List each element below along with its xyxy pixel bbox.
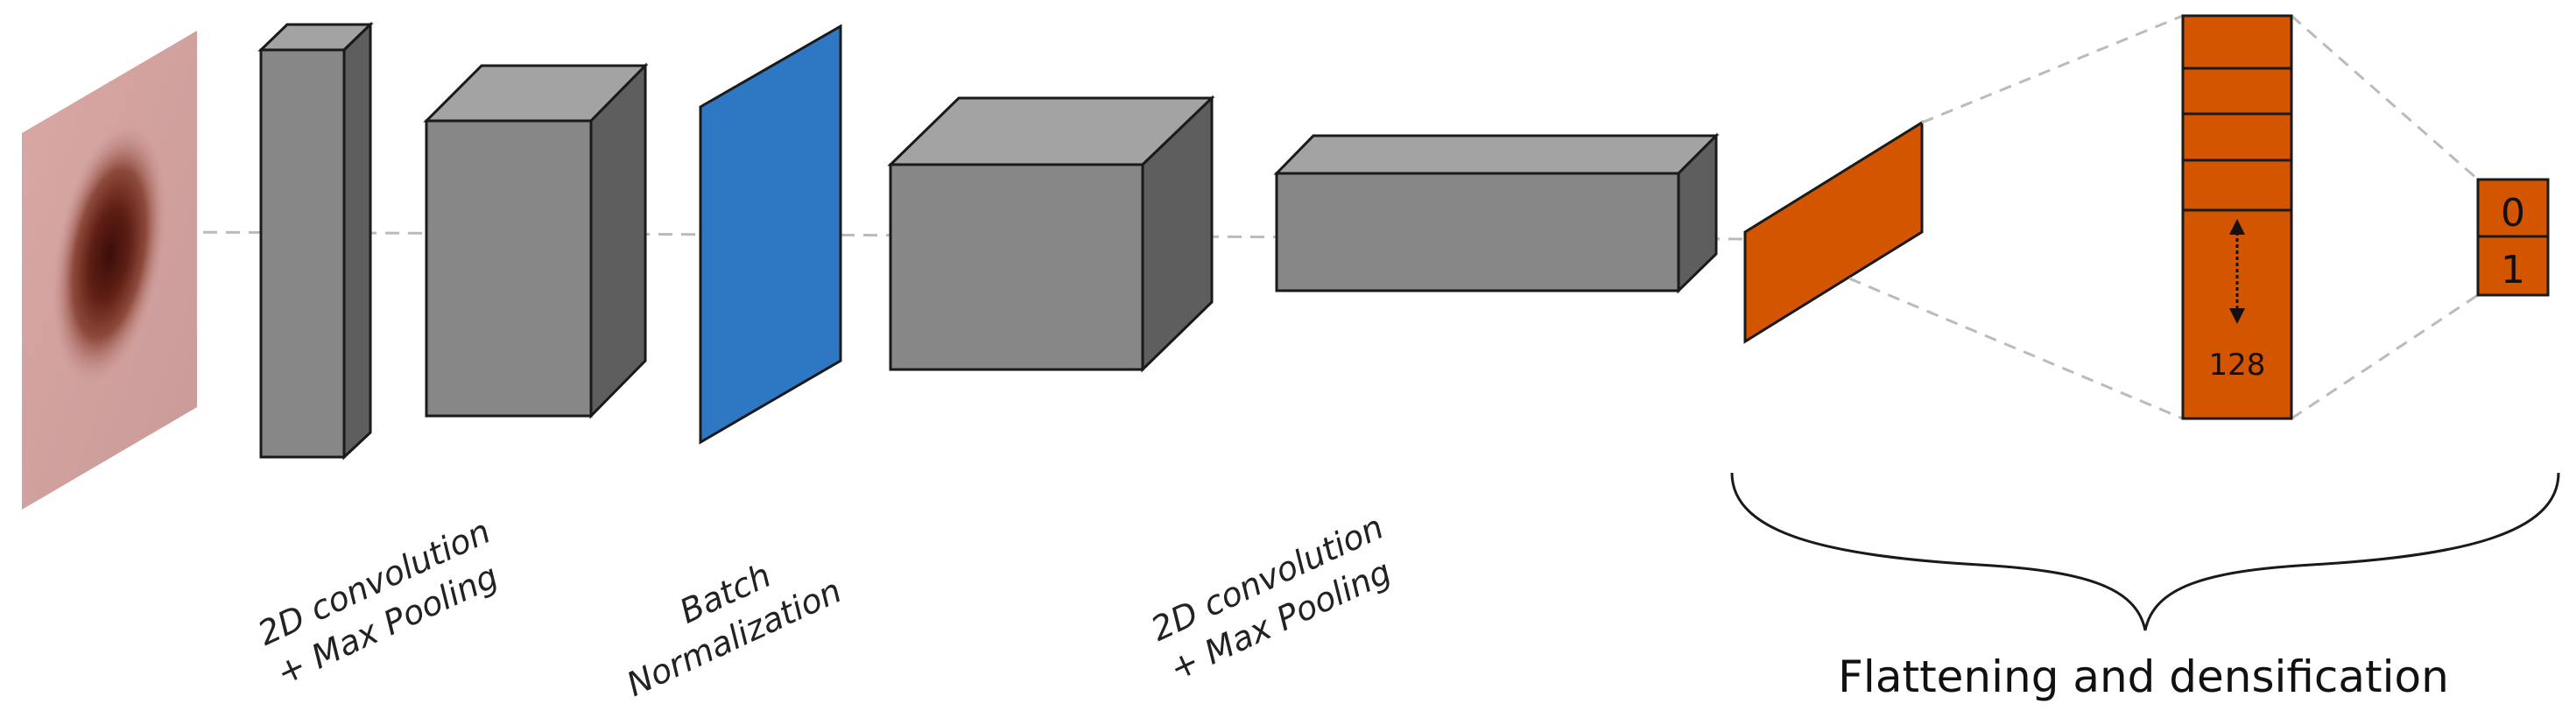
flatten-plane (1743, 120, 1924, 344)
conv-block-1-side (342, 21, 372, 461)
connector-flatten-dense-bottom (1848, 277, 2184, 420)
lesion-spot (53, 123, 166, 384)
conv1-label: 2D convolution + Max Pooling (252, 512, 503, 693)
flatten-dense-caption: Flattening and densification (1838, 651, 2449, 702)
output-class-0: 0 (2501, 191, 2525, 236)
dense-layer-body (2181, 14, 2293, 420)
conv-block-1-front (259, 48, 346, 459)
connector-dense-output-top (2291, 14, 2479, 181)
output-class-1: 1 (2501, 248, 2525, 292)
arrowhead-up (2229, 219, 2245, 235)
dense-layer: 128 (2181, 14, 2293, 420)
connector-dense-output-bottom (2291, 293, 2479, 420)
arrowhead-down (2229, 308, 2245, 324)
output-layer: 0 1 (2476, 178, 2550, 297)
conv-block-1 (257, 21, 374, 461)
conv2-label: 2D convolution + Max Pooling (1145, 508, 1397, 688)
conv-block-2 (887, 95, 1215, 373)
batch-norm-plane (699, 24, 842, 445)
pool-cube-1 (423, 62, 649, 419)
pool-block-2-front (1275, 172, 1680, 292)
input-image (22, 31, 197, 510)
dense-units-label: 128 (2209, 348, 2266, 383)
pool-cube-1-side (589, 62, 647, 419)
pool-cube-1-front (425, 119, 593, 418)
batchnorm-label: Batch Normalization (621, 556, 848, 704)
pool-block-2-top (1273, 134, 1720, 175)
flatten-dense-brace (1730, 472, 2560, 631)
conv-block-2-front (889, 163, 1144, 371)
pool-block-2 (1273, 132, 1720, 294)
connector-flatten-dense-top (1921, 14, 2184, 124)
